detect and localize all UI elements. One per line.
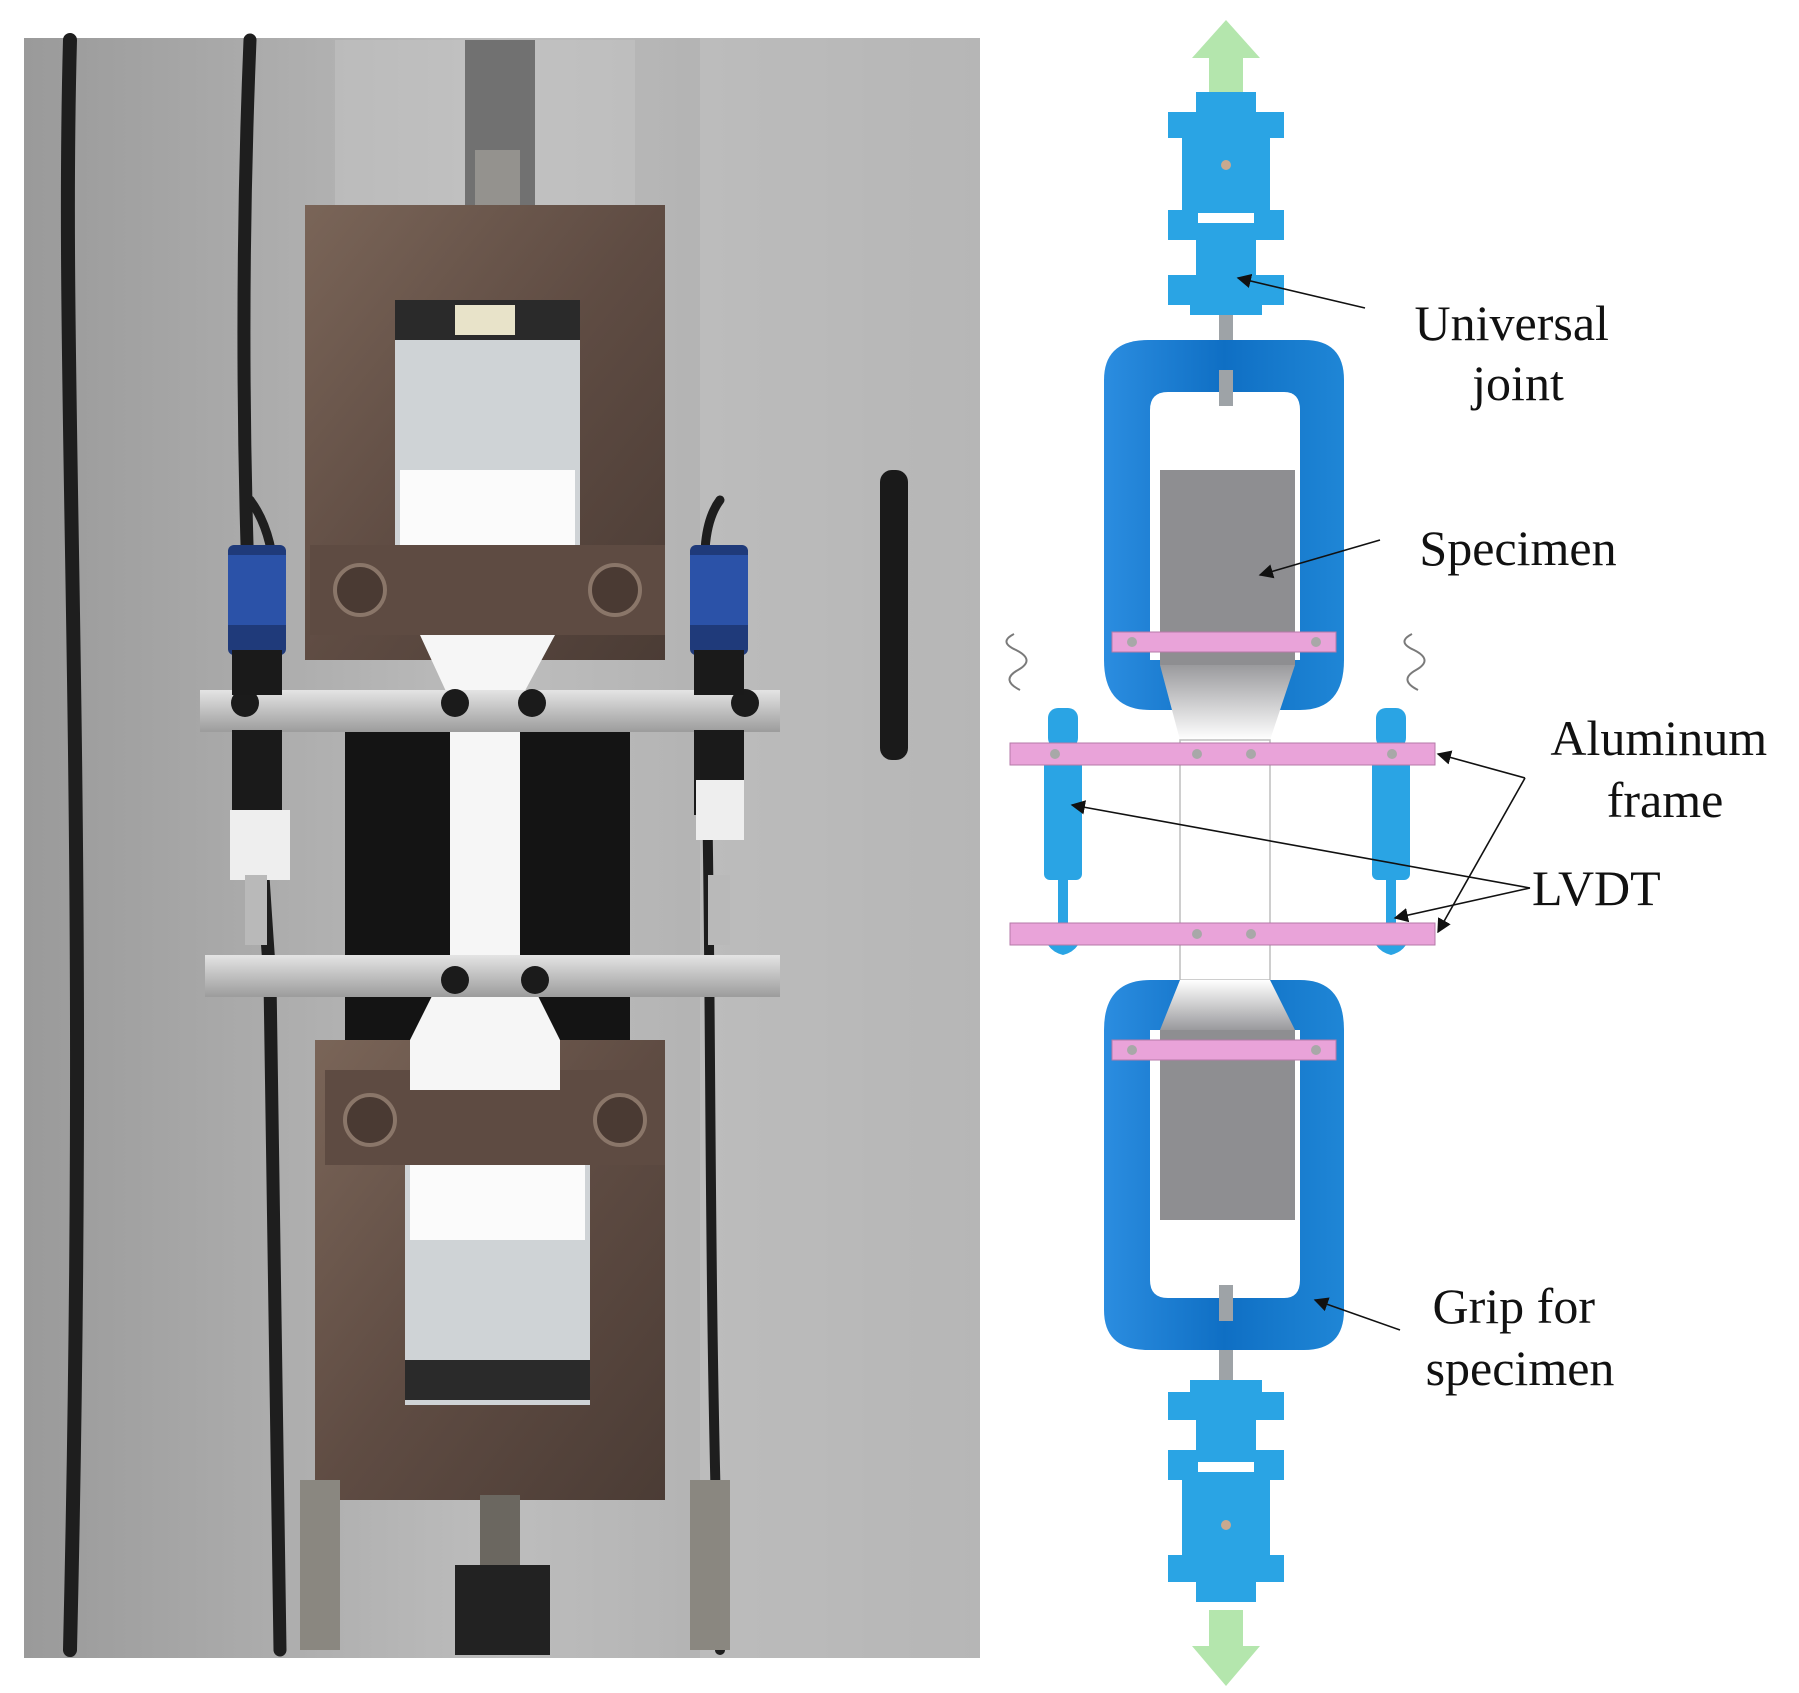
spring-left: [1005, 633, 1028, 691]
spring-right: [1403, 633, 1426, 691]
photo-panel: [24, 33, 980, 1658]
leader-frame-top: [1436, 750, 1526, 779]
leader-lvdt-right: [1393, 887, 1531, 923]
specimen-lower-neck: [1160, 980, 1295, 1030]
lower-iron-grip: [315, 1040, 665, 1500]
label-universal-joint-line2: joint: [1470, 355, 1564, 411]
photo-connector-right: [690, 1480, 730, 1650]
specimen-upper-neck: [1160, 665, 1295, 740]
door-handle: [880, 470, 908, 760]
photo-lvdt-right: [690, 545, 748, 945]
grip-upper: [1104, 340, 1344, 740]
label-aluminum-frame-line1: Aluminum: [1550, 710, 1767, 766]
label-universal-joint: Universal joint: [1415, 295, 1622, 411]
cabinet-door-edge: [700, 38, 980, 1658]
leader-lvdt-left: [1070, 800, 1531, 889]
label-aluminum-frame-line2: frame: [1607, 772, 1724, 828]
label-lvdt: LVDT: [1532, 860, 1661, 916]
glass-guard: [335, 40, 635, 210]
leader-universal-joint: [1236, 273, 1366, 309]
label-grip: Grip for specimen: [1426, 1278, 1615, 1396]
leader-grip: [1313, 1297, 1401, 1331]
label-aluminum-frame: Aluminum frame: [1550, 710, 1779, 828]
schematic-panel: Universal joint Specimen Aluminum frame …: [1005, 20, 1779, 1686]
label-universal-joint-line1: Universal: [1415, 295, 1609, 351]
specimen-lower-end: [1160, 1030, 1295, 1220]
photo-lvdt-left: [228, 545, 290, 945]
leader-frame-bottom: [1437, 777, 1526, 934]
lower-actuator-rod: [480, 1495, 520, 1575]
grip-lower: [1104, 980, 1344, 1350]
universal-joint-lower: [1168, 1350, 1284, 1602]
lower-actuator-base: [455, 1565, 550, 1655]
universal-joint-upper: [1168, 92, 1284, 340]
leader-specimen: [1258, 539, 1381, 579]
label-grip-line2: specimen: [1426, 1340, 1615, 1396]
photo-aluminum-frame: [200, 689, 780, 997]
leader-lines: [1070, 273, 1531, 1331]
label-specimen: Specimen: [1419, 520, 1616, 576]
arrow-up-icon: [1192, 20, 1260, 92]
label-grip-line1: Grip for: [1433, 1278, 1596, 1334]
upper-iron-grip: [305, 205, 665, 660]
photo-connector-left: [300, 1480, 340, 1650]
arrow-down-icon: [1192, 1610, 1260, 1686]
aluminum-frame: [1009, 742, 1436, 946]
